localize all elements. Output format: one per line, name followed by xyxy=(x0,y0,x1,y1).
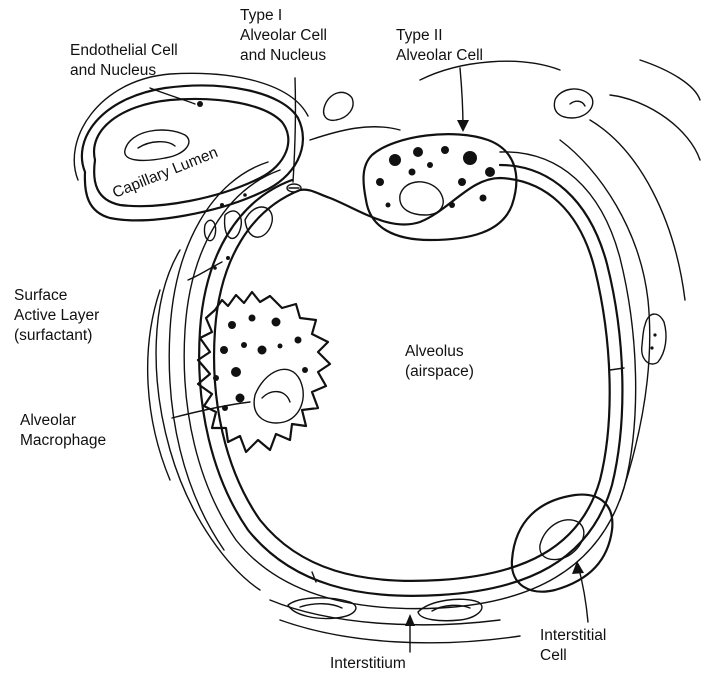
type2-label-line2: Alveolar Cell xyxy=(396,47,483,64)
alveolus-label-line2: (airspace) xyxy=(405,363,474,380)
endothelial-label-line2: and Nucleus xyxy=(70,62,156,79)
alveolar-macrophage xyxy=(198,292,330,452)
capillary: Capillary Lumen xyxy=(74,73,308,220)
surfactant-label-line3: (surfactant) xyxy=(14,327,92,344)
macrophage-label-line1: Alveolar xyxy=(20,412,76,429)
macrophage-label-line2: Macrophage xyxy=(20,432,106,449)
interstitium-label: Interstitium xyxy=(330,655,406,672)
interstitial-cell-label-line2: Cell xyxy=(540,647,567,664)
type2-label-line1: Type II xyxy=(396,27,443,44)
capillary-lumen-label: Capillary Lumen xyxy=(110,144,220,202)
type1-label-line3: and Nucleus xyxy=(240,47,326,64)
surfactant-label-line1: Surface xyxy=(14,287,67,304)
endothelial-label-line1: Endothelial Cell xyxy=(70,42,178,59)
surfactant-label-line2: Active Layer xyxy=(14,307,99,324)
interstitial-cell-label-line1: Interstitial xyxy=(540,627,606,644)
labels: Endothelial Cell and Nucleus Type I Alve… xyxy=(14,7,606,672)
type1-label-line2: Alveolar Cell xyxy=(240,27,327,44)
alveolus-label-line1: Alveolus xyxy=(405,343,464,360)
type-ii-cell xyxy=(364,134,517,240)
type1-label-line1: Type I xyxy=(240,7,282,24)
